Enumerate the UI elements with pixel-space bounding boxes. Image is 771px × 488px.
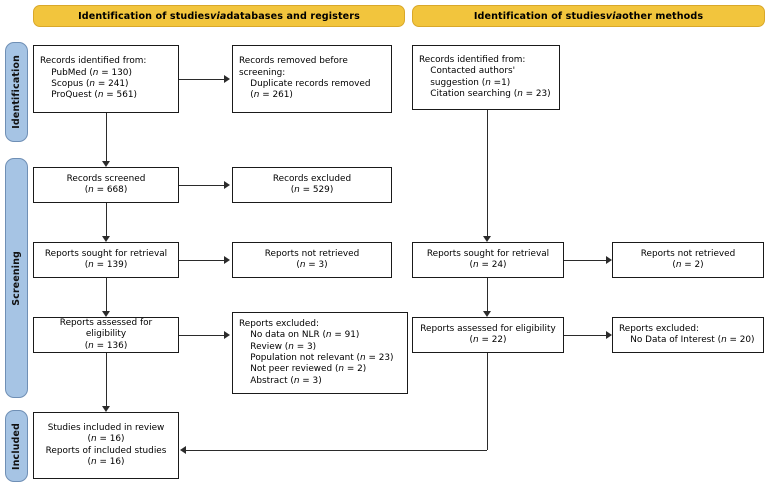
box-reports-sought-left: Reports sought for retrieval (n = 139): [33, 242, 179, 278]
connector-soughtright-to-notretrievedright: [564, 260, 606, 261]
arrowhead-assessed-to-included: [102, 406, 110, 412]
records-identified-other-line2: Contacted authors': [419, 66, 516, 77]
box-reports-sought-right: Reports sought for retrieval (n = 24): [412, 242, 564, 278]
records-identified-line1: Records identified from:: [40, 56, 147, 67]
reports-sought-left-label: Reports sought for retrieval: [44, 248, 168, 259]
arrowhead-screened-to-sought: [102, 236, 110, 242]
reports-not-retrieved-right-label: Reports not retrieved: [640, 248, 736, 259]
arrowhead-screened-to-excluded: [224, 181, 230, 189]
box-reports-not-retrieved-left: Reports not retrieved (n = 3): [232, 242, 392, 278]
banner-other-via: via: [605, 10, 623, 22]
connector-screened-to-excluded: [179, 185, 224, 186]
banner-databases-via: via: [210, 10, 227, 22]
arrowhead-other-to-sought-right: [483, 236, 491, 242]
connector-identified-to-screened: [106, 113, 107, 161]
connector-assessedright-down: [487, 353, 488, 450]
reports-not-retrieved-left-count: (n = 3): [296, 260, 328, 270]
arrowhead-soughtright-to-notretrievedright: [606, 256, 612, 264]
reports-excluded-left-header: Reports excluded:: [239, 318, 319, 329]
connector-sought-to-notretrieved: [179, 260, 224, 261]
connector-screened-to-sought: [106, 203, 107, 236]
reports-assessed-left-count: (n = 136): [84, 340, 128, 351]
arrowhead-identified-to-screened: [102, 161, 110, 167]
box-records-identified-other: Records identified from: Contacted autho…: [412, 45, 560, 110]
reports-excluded-left-item-4: Abstract (n = 3): [239, 375, 322, 386]
banner-databases-pre: Identification of studies: [78, 10, 211, 22]
reports-excluded-left-item-1: Review (n = 3): [239, 341, 317, 352]
banner-databases-registers: Identification of studies via databases …: [33, 5, 405, 27]
connector-identified-to-removed: [179, 79, 224, 80]
connector-assessedright-to-excludedright: [564, 335, 606, 336]
stage-identification-text: Identification: [11, 55, 22, 129]
records-screened-count: (n = 668): [84, 185, 128, 195]
connector-assessedright-to-included: [186, 450, 487, 451]
arrowhead-assessedright-to-included: [180, 446, 186, 454]
banner-other-post: other methods: [622, 10, 704, 22]
reports-sought-right-count: (n = 24): [469, 260, 507, 270]
studies-included-count2: (n = 16): [87, 456, 125, 467]
arrowhead-assessedright-to-excludedright: [606, 331, 612, 339]
records-identified-other-suggestion: suggestion (n =1): [419, 77, 511, 88]
stage-included-text: Included: [11, 422, 22, 470]
records-removed-line2: screening:: [239, 67, 286, 78]
reports-sought-right-label: Reports sought for retrieval: [426, 248, 550, 259]
studies-included-line3: Reports of included studies: [45, 445, 167, 456]
arrowhead-assessed-to-excludedlist: [224, 331, 230, 339]
arrowhead-identified-to-removed: [224, 75, 230, 83]
records-removed-line3: Duplicate records removed: [239, 79, 371, 89]
box-reports-assessed-left: Reports assessed for eligibility (n = 13…: [33, 317, 179, 353]
records-excluded-count: (n = 529): [290, 185, 334, 195]
connector-other-to-sought-right: [487, 110, 488, 236]
records-screened-label: Records screened: [66, 173, 146, 184]
box-reports-not-retrieved-right: Reports not retrieved (n = 2): [612, 242, 764, 278]
stage-label-included: Included: [5, 410, 28, 482]
records-removed-line1: Records removed before: [239, 56, 348, 67]
banner-databases-post: databases and registers: [226, 10, 360, 22]
connector-assessed-to-included: [106, 353, 107, 406]
records-identified-scopus: Scopus (n = 241): [40, 79, 129, 89]
stage-label-screening: Screening: [5, 158, 28, 398]
box-reports-excluded-right: Reports excluded: No Data of Interest (n…: [612, 317, 764, 353]
reports-excluded-left-item-2: Population not relevant (n = 23): [239, 353, 394, 363]
arrowhead-sought-to-assessed: [102, 311, 110, 317]
connector-sought-to-assessed: [106, 278, 107, 311]
box-records-screened: Records screened (n = 668): [33, 167, 179, 203]
banner-other-methods: Identification of studies via other meth…: [412, 5, 765, 27]
banner-other-pre: Identification of studies: [473, 10, 606, 22]
reports-not-retrieved-left-label: Reports not retrieved: [264, 248, 360, 259]
reports-assessed-left-label: Reports assessed for eligibility: [59, 317, 156, 340]
connector-soughtright-to-assessedright: [487, 278, 488, 311]
connector-assessed-to-excludedlist: [179, 335, 224, 336]
records-identified-other-citation: Citation searching (n = 23): [419, 88, 551, 99]
reports-sought-left-count: (n = 139): [84, 260, 128, 270]
reports-not-retrieved-right-count: (n = 2): [672, 260, 704, 270]
box-reports-excluded-left: Reports excluded: No data on NLR (n = 91…: [232, 312, 408, 394]
studies-included-count1: (n = 16): [87, 434, 125, 445]
reports-assessed-right-label: Reports assessed for eligibility: [420, 323, 556, 334]
reports-excluded-right-item: No Data of Interest (n = 20): [619, 335, 755, 345]
reports-assessed-right-count: (n = 22): [469, 335, 507, 345]
arrowhead-soughtright-to-assessedright: [483, 311, 491, 317]
reports-excluded-left-item-0: No data on NLR (n = 91): [239, 330, 360, 341]
box-records-identified: Records identified from: PubMed (n = 130…: [33, 45, 179, 113]
stage-screening-text: Screening: [11, 250, 22, 306]
box-studies-included: Studies included in review (n = 16) Repo…: [33, 412, 179, 479]
reports-excluded-left-item-3: Not peer reviewed (n = 2): [239, 364, 367, 375]
records-excluded-label: Records excluded: [272, 173, 352, 184]
records-identified-pubmed: PubMed (n = 130): [40, 67, 132, 78]
box-records-excluded: Records excluded (n = 529): [232, 167, 392, 203]
arrowhead-sought-to-notretrieved: [224, 256, 230, 264]
records-identified-other-line1: Records identified from:: [419, 54, 526, 65]
box-records-removed: Records removed before screening: Duplic…: [232, 45, 392, 113]
stage-label-identification: Identification: [5, 42, 28, 142]
records-removed-count: (n = 261): [239, 90, 293, 101]
box-reports-assessed-right: Reports assessed for eligibility (n = 22…: [412, 317, 564, 353]
reports-excluded-right-header: Reports excluded:: [619, 323, 699, 334]
studies-included-line1: Studies included in review: [47, 422, 165, 433]
records-identified-proquest: ProQuest (n = 561): [40, 90, 137, 101]
